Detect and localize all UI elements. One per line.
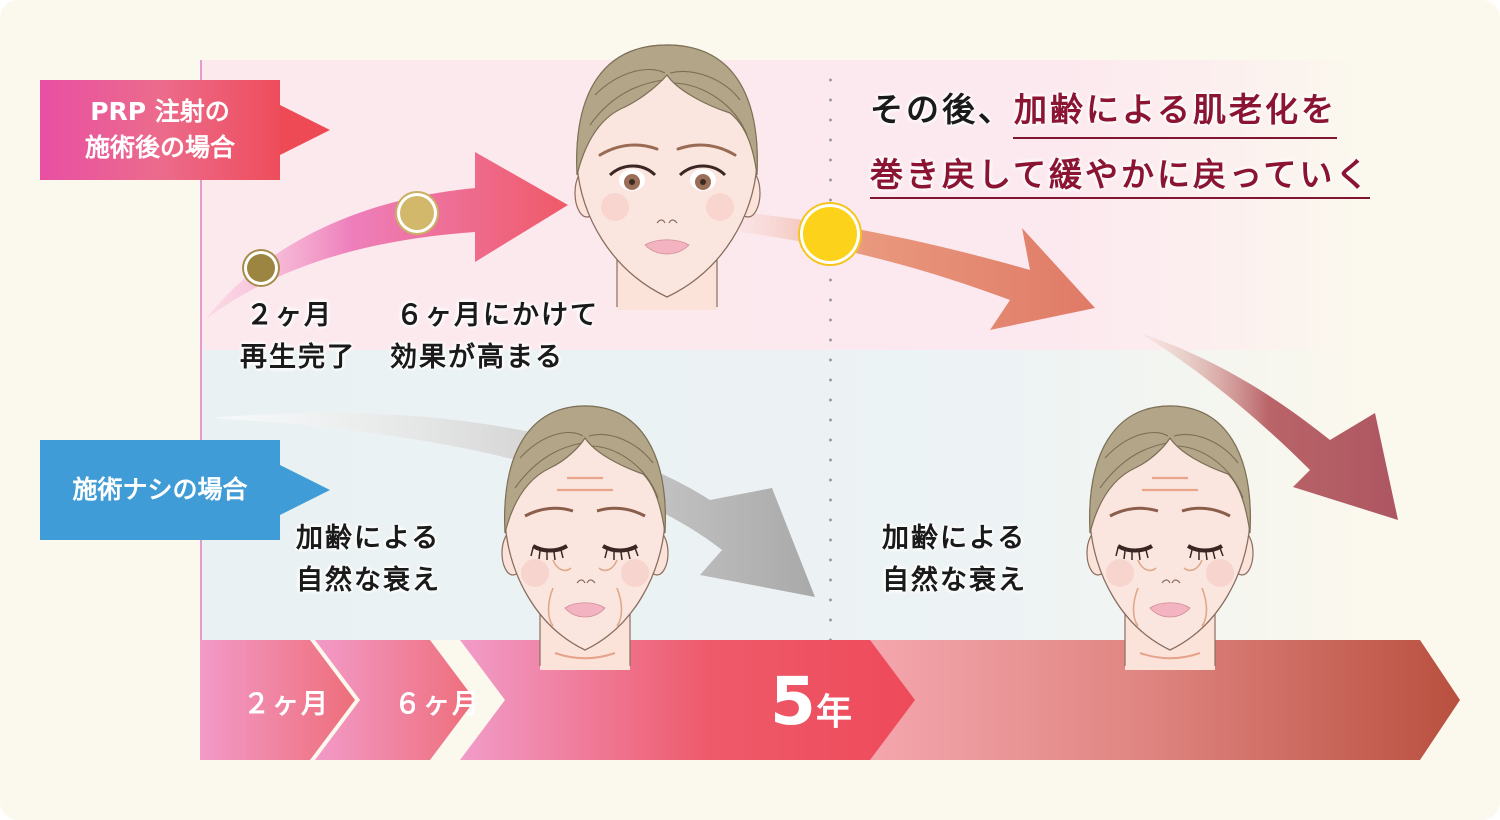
falling-arrow-upper	[740, 212, 1095, 330]
timeline-segment-after-5-years	[840, 640, 1460, 760]
rising-arrow	[205, 152, 568, 320]
aging-label-right: 加齢による 自然な衰え	[882, 518, 1027, 602]
milestone-6-months-text: ６ヶ月にかけて 効果が高まる	[390, 295, 599, 379]
no-treatment-tag: 施術ナシの場合	[40, 440, 330, 540]
milestone-2-months-line1: ２ヶ月	[246, 300, 333, 331]
timeline-5-years-unit: 年	[815, 692, 852, 733]
milestone-dot-2-months	[247, 254, 275, 282]
milestone-2-months-line2: 再生完了	[240, 342, 356, 373]
headline-highlight-line1: 加齢による肌老化を	[1014, 90, 1338, 129]
aged-face-no-treatment-illustration	[501, 405, 669, 670]
timeline-start-axis	[200, 60, 202, 760]
milestone-6-months-line2: 効果が高まる	[390, 342, 564, 373]
prp-tag-line1: PRP 注射の	[90, 96, 230, 126]
aging-label-right-line1: 加齢による	[882, 523, 1027, 554]
youthful-face-illustration	[574, 44, 761, 310]
headline-prefix: その後、	[870, 90, 1014, 129]
falling-arrow-lower	[1140, 333, 1398, 520]
no-treatment-tag-label: 施術ナシの場合	[72, 474, 248, 504]
headline-highlight-line2: 巻き戻して緩やかに戻っていく	[870, 155, 1372, 194]
aged-face-after-5-years-illustration	[1086, 405, 1254, 670]
timeline-5-years-number: 5	[770, 663, 816, 740]
timeline-label-2-months: ２ヶ月	[243, 689, 330, 720]
five-year-dotted-divider	[829, 70, 832, 640]
milestone-6-months-line1: ６ヶ月にかけて	[396, 300, 599, 331]
timeline-label-6-months: ６ヶ月	[394, 689, 481, 720]
milestone-dot-6-months	[400, 196, 434, 230]
headline-underline-2	[870, 197, 1370, 199]
aging-label-right-line2: 自然な衰え	[882, 565, 1027, 596]
timeline-segment-6-months	[315, 640, 475, 760]
prp-treatment-tag: PRP 注射の 施術後の場合	[40, 80, 330, 180]
headline: その後、加齢による肌老化を 巻き戻して緩やかに戻っていく	[870, 88, 1371, 200]
timeline-label-5-years: 5年	[770, 662, 852, 742]
milestone-dot-peak	[803, 207, 857, 261]
aging-label-left: 加齢による 自然な衰え	[296, 518, 441, 602]
aging-label-left-line1: 加齢による	[296, 523, 441, 554]
aging-label-left-line2: 自然な衰え	[296, 565, 441, 596]
prp-tag-line2: 施術後の場合	[84, 133, 235, 162]
timeline-segment-2-months	[200, 640, 355, 760]
hair	[576, 44, 758, 176]
gray-aging-arrow	[210, 412, 815, 597]
milestone-2-months-text: ２ヶ月 再生完了	[240, 295, 356, 379]
lips	[644, 239, 690, 255]
headline-underline-1	[1013, 137, 1337, 139]
